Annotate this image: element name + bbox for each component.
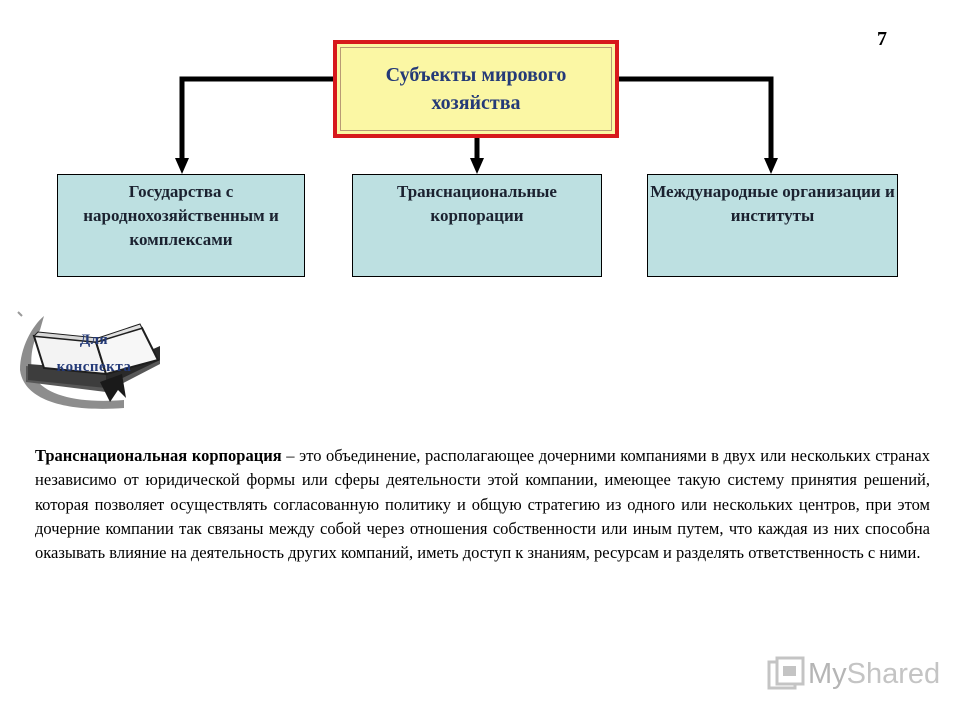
watermark-prefix: My [808,658,847,690]
watermark: MyShared [766,656,940,696]
book-caption: Для конспекта [56,332,132,375]
root-node-inner-border [340,47,612,131]
root-node-title: Субъекты мирового хозяйства [385,64,567,114]
definition-text: – это объединение, располагающее дочерни… [35,446,931,563]
connector-right [619,76,774,160]
page-number: 7 [877,28,887,50]
open-book-icon [17,311,160,409]
arrowhead-right [764,158,778,174]
child-node-international: Международные организации и институты [647,174,898,277]
watermark-suffix: Shared [846,658,941,690]
child-node-states: Государства с народнохозяйственным и ком… [57,174,305,277]
connector-left [179,76,333,160]
arrowhead-left [175,158,189,174]
child-node-tnc: Транснациональные корпорации [352,174,602,277]
definition-term: Транснациональная корпорация [35,446,282,465]
child-node-label: Международные организации и институты [650,182,895,225]
arrowhead-center [470,158,484,174]
watermark-text: MyShared [808,658,940,691]
watermark-logo-icon [767,656,805,690]
definition-paragraph: Транснациональная корпорация – это объед… [35,444,930,565]
child-node-label: Транснациональные корпорации [397,182,557,225]
root-node: Субъекты мирового хозяйства [333,40,619,138]
child-node-label: Государства с народнохозяйственным и ком… [83,182,279,249]
